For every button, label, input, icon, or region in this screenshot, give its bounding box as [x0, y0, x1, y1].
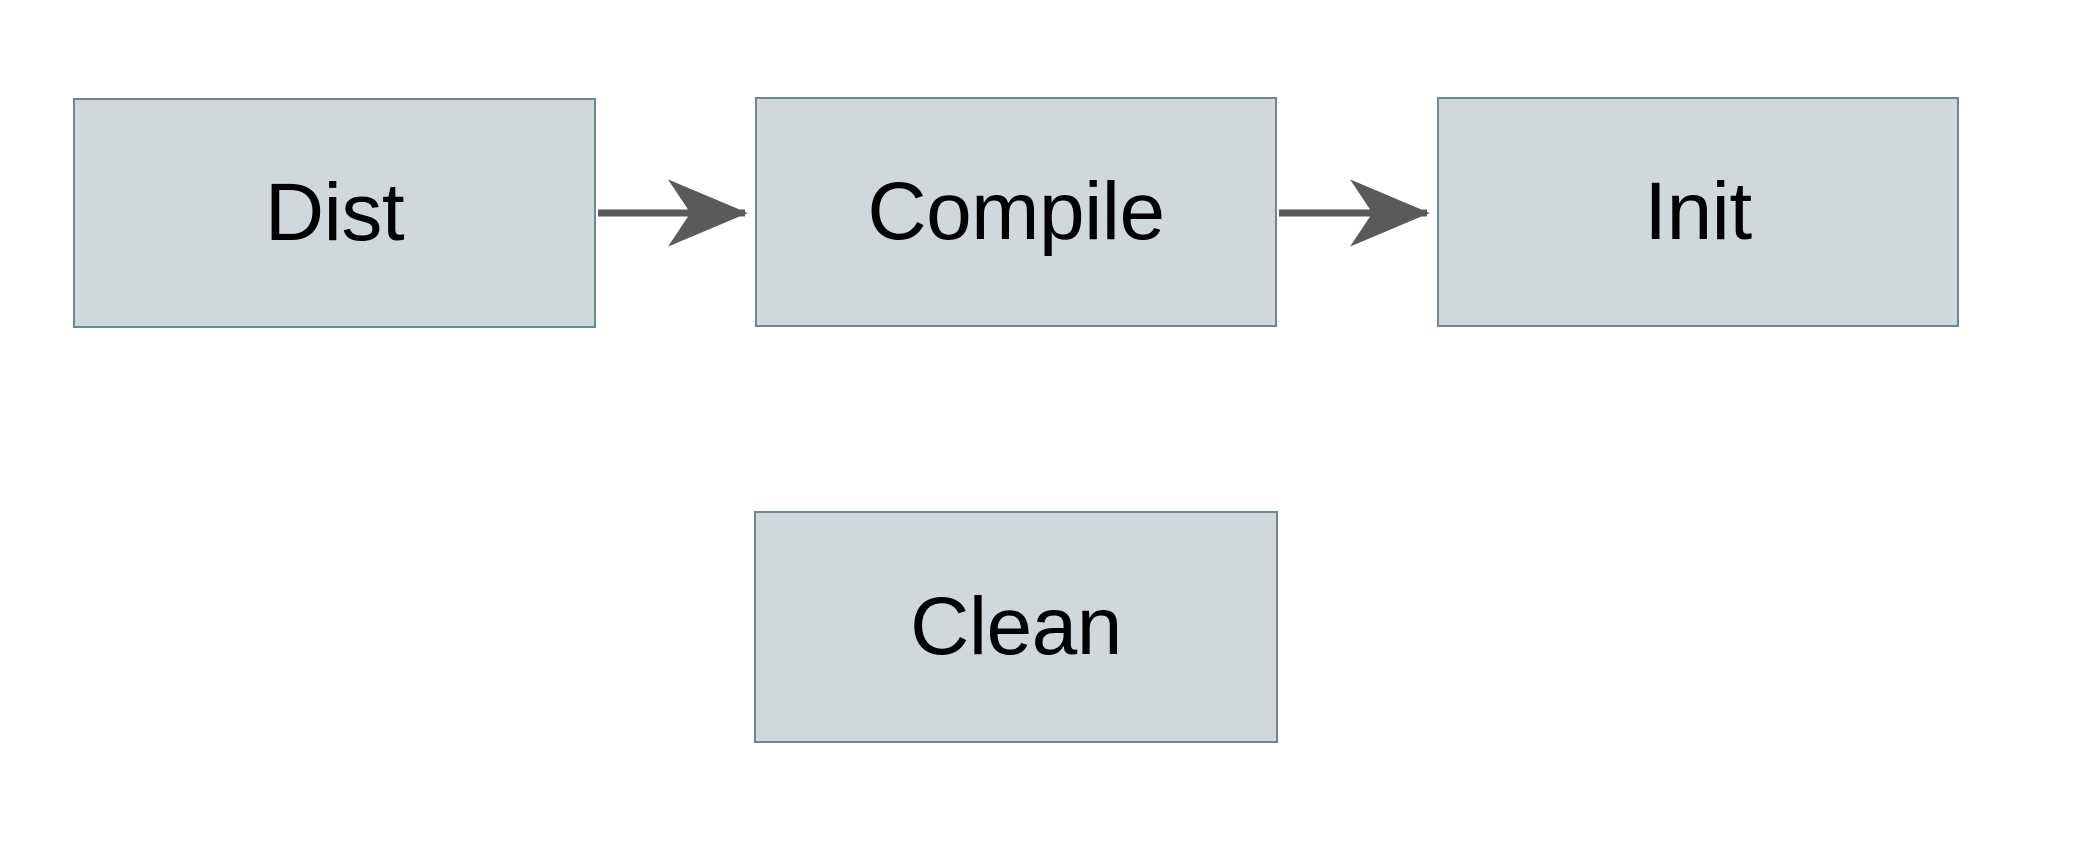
node-init-label: Init [1644, 166, 1752, 257]
node-dist-label: Dist [264, 167, 405, 258]
node-compile-label: Compile [867, 166, 1165, 257]
edge-hit-dist-to-compile[interactable] [598, 196, 753, 230]
edge-hit-compile-to-init[interactable] [1279, 196, 1435, 230]
node-clean-label: Clean [910, 581, 1122, 672]
node-clean[interactable]: Clean [754, 511, 1278, 743]
node-dist[interactable]: Dist [73, 98, 596, 328]
node-init[interactable]: Init [1437, 97, 1959, 327]
node-compile[interactable]: Compile [755, 97, 1277, 327]
